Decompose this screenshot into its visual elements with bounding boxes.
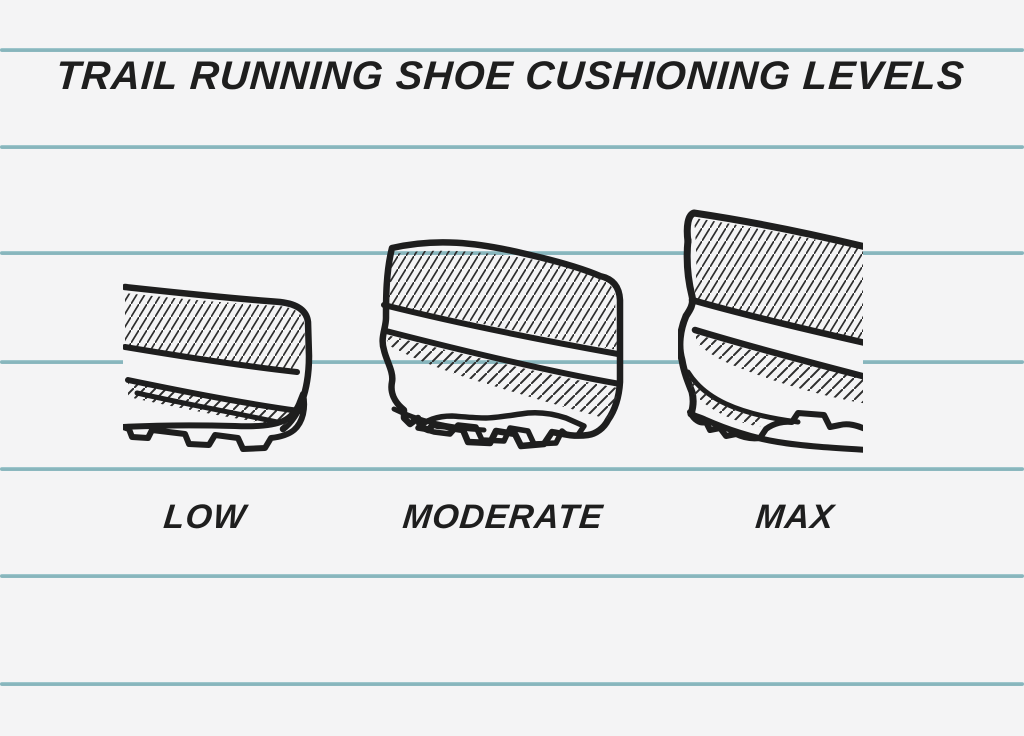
shoe-moderate-illustration — [366, 230, 636, 462]
ruled-line — [0, 467, 1024, 471]
label-moderate: MODERATE — [401, 498, 606, 536]
shoe-low-illustration — [123, 278, 318, 458]
ruled-line — [0, 682, 1024, 686]
label-max: MAX — [753, 498, 837, 536]
ruled-line — [0, 48, 1024, 52]
shoe-heel-sketch-low-icon — [123, 283, 313, 452]
shoe-max-illustration — [678, 202, 863, 457]
page-title: TRAIL RUNNING SHOE CUSHIONING LEVELS — [54, 54, 967, 98]
ruled-line — [0, 145, 1024, 149]
shoe-heel-sketch-moderate-icon — [379, 239, 624, 450]
shoe-heel-sketch-max-icon — [678, 209, 863, 454]
label-low: LOW — [161, 498, 249, 536]
ruled-line — [0, 574, 1024, 578]
